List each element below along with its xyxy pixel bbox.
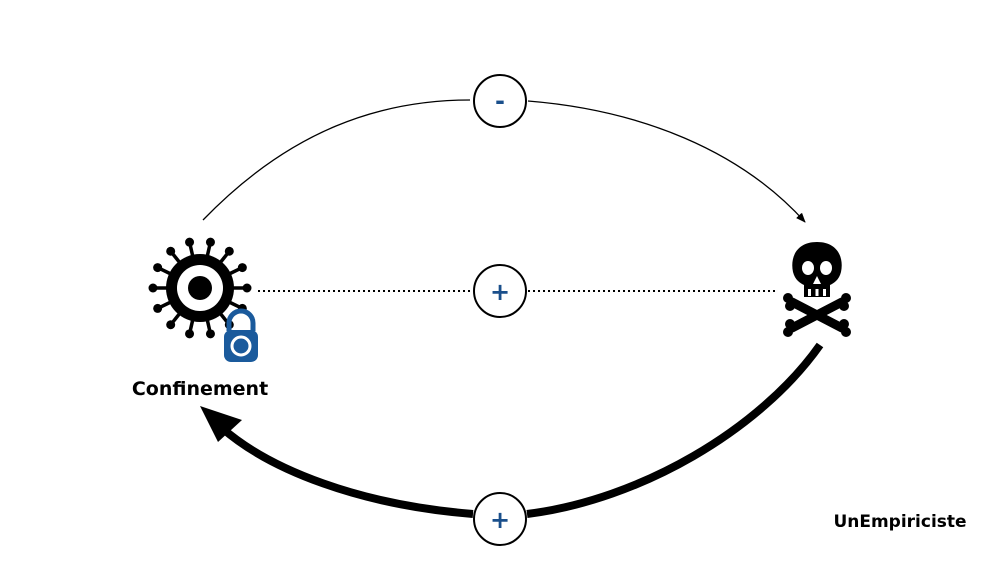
padlock-icon [224,308,258,362]
virus-spike-tip [242,283,252,293]
virus-spike-tip [224,246,234,256]
top-sign-node: - [473,74,527,128]
virus-spike-tip [148,283,158,293]
virus-spike-tip [205,237,215,247]
virus-spike-tip [185,329,195,339]
skull-crossbones-icon [783,242,851,337]
middle-sign-node: + [473,264,527,318]
virus-spike-tip [185,237,195,247]
bottom-arrow-head [200,406,242,442]
credit-text: UnEmpiriciste [833,512,966,532]
virus-spike-tip [166,320,176,330]
bottom-sign: + [490,506,510,534]
middle-sign: + [490,278,510,306]
virus-spike-tip [237,263,247,273]
virus-spike-tip [205,329,215,339]
node-label-confinement: Confinement [132,378,268,400]
bottom-sign-node: + [473,492,527,546]
virus-spike-tip [153,303,163,313]
virus-spike-tip [153,263,163,273]
virus-icon [148,237,252,339]
virus-spike-tip [166,246,176,256]
top-link-arrow [202,99,805,222]
top-sign: - [495,87,505,115]
bottom-link-arrow [219,342,824,518]
